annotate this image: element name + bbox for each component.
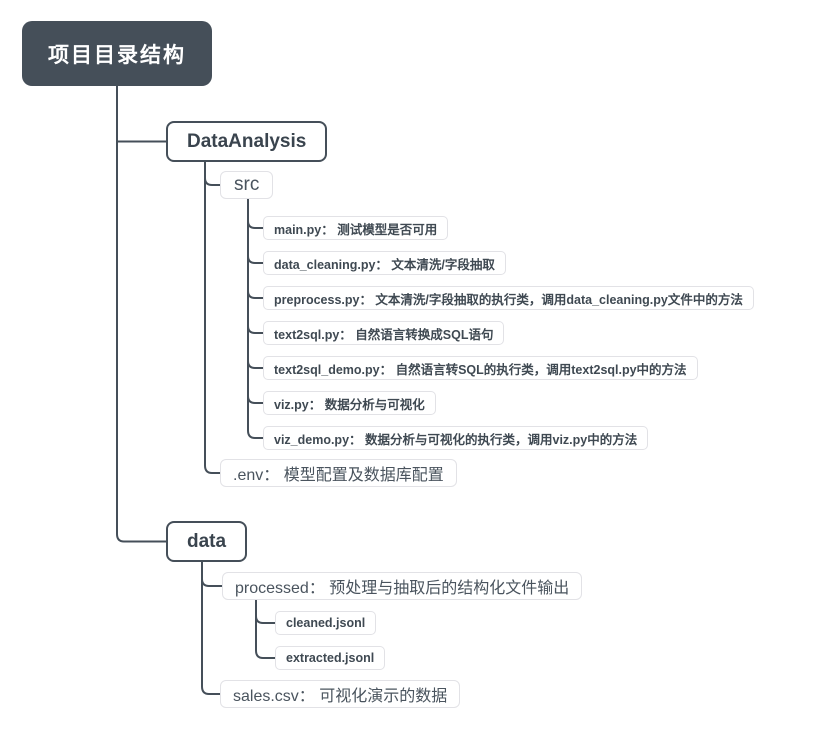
- connector-branch-processed: [201, 578, 222, 587]
- node-sales-csv[interactable]: sales.csv： 可视化演示的数据: [220, 680, 461, 708]
- connector-root-trunk: [116, 86, 166, 543]
- connector-src-trunk: [247, 199, 263, 439]
- node-env[interactable]: .env： 模型配置及数据库配置: [220, 459, 457, 487]
- node-data[interactable]: data: [166, 521, 248, 562]
- node-src[interactable]: src: [220, 171, 274, 199]
- node-cleaned-jsonl[interactable]: cleaned.jsonl: [275, 611, 377, 635]
- node-root[interactable]: 项目目录结构: [22, 21, 212, 86]
- node-text2sql-demo-py[interactable]: text2sql_demo.py： 自然语言转SQL的执行类，调用text2sq…: [263, 356, 698, 380]
- connector-branch-main-py: [247, 220, 263, 229]
- connector-data-trunk: [201, 562, 220, 695]
- node-dataanalysis[interactable]: DataAnalysis: [166, 121, 328, 162]
- connector-branch-cleaned: [255, 615, 275, 624]
- node-viz-py[interactable]: viz.py： 数据分析与可视化: [263, 391, 436, 415]
- connector-branch-src: [204, 177, 220, 186]
- node-viz-demo-py[interactable]: viz_demo.py： 数据分析与可视化的执行类，调用viz.py中的方法: [263, 426, 649, 450]
- node-main-py[interactable]: main.py： 测试模型是否可用: [263, 216, 449, 240]
- connector-branch-viz-py: [247, 395, 263, 404]
- node-preprocess-py[interactable]: preprocess.py： 文本清洗/字段抽取的执行类，调用data_clea…: [263, 286, 754, 310]
- node-text2sql-py[interactable]: text2sql.py： 自然语言转换成SQL语句: [263, 321, 505, 345]
- connector-branch-preprocess-py: [247, 290, 263, 299]
- node-data-cleaning-py[interactable]: data_cleaning.py： 文本清洗/字段抽取: [263, 251, 506, 275]
- connector-branch-text2sql-py: [247, 325, 263, 334]
- connector-branch-data-cleaning-py: [247, 255, 263, 264]
- connector-branch-text2sql-demo-py: [247, 360, 263, 369]
- node-processed[interactable]: processed： 预处理与抽取后的结构化文件输出: [222, 572, 583, 600]
- connector-processed-trunk: [255, 600, 275, 659]
- node-extracted-jsonl[interactable]: extracted.jsonl: [275, 646, 386, 670]
- connector-dataanalysis-trunk: [204, 162, 220, 474]
